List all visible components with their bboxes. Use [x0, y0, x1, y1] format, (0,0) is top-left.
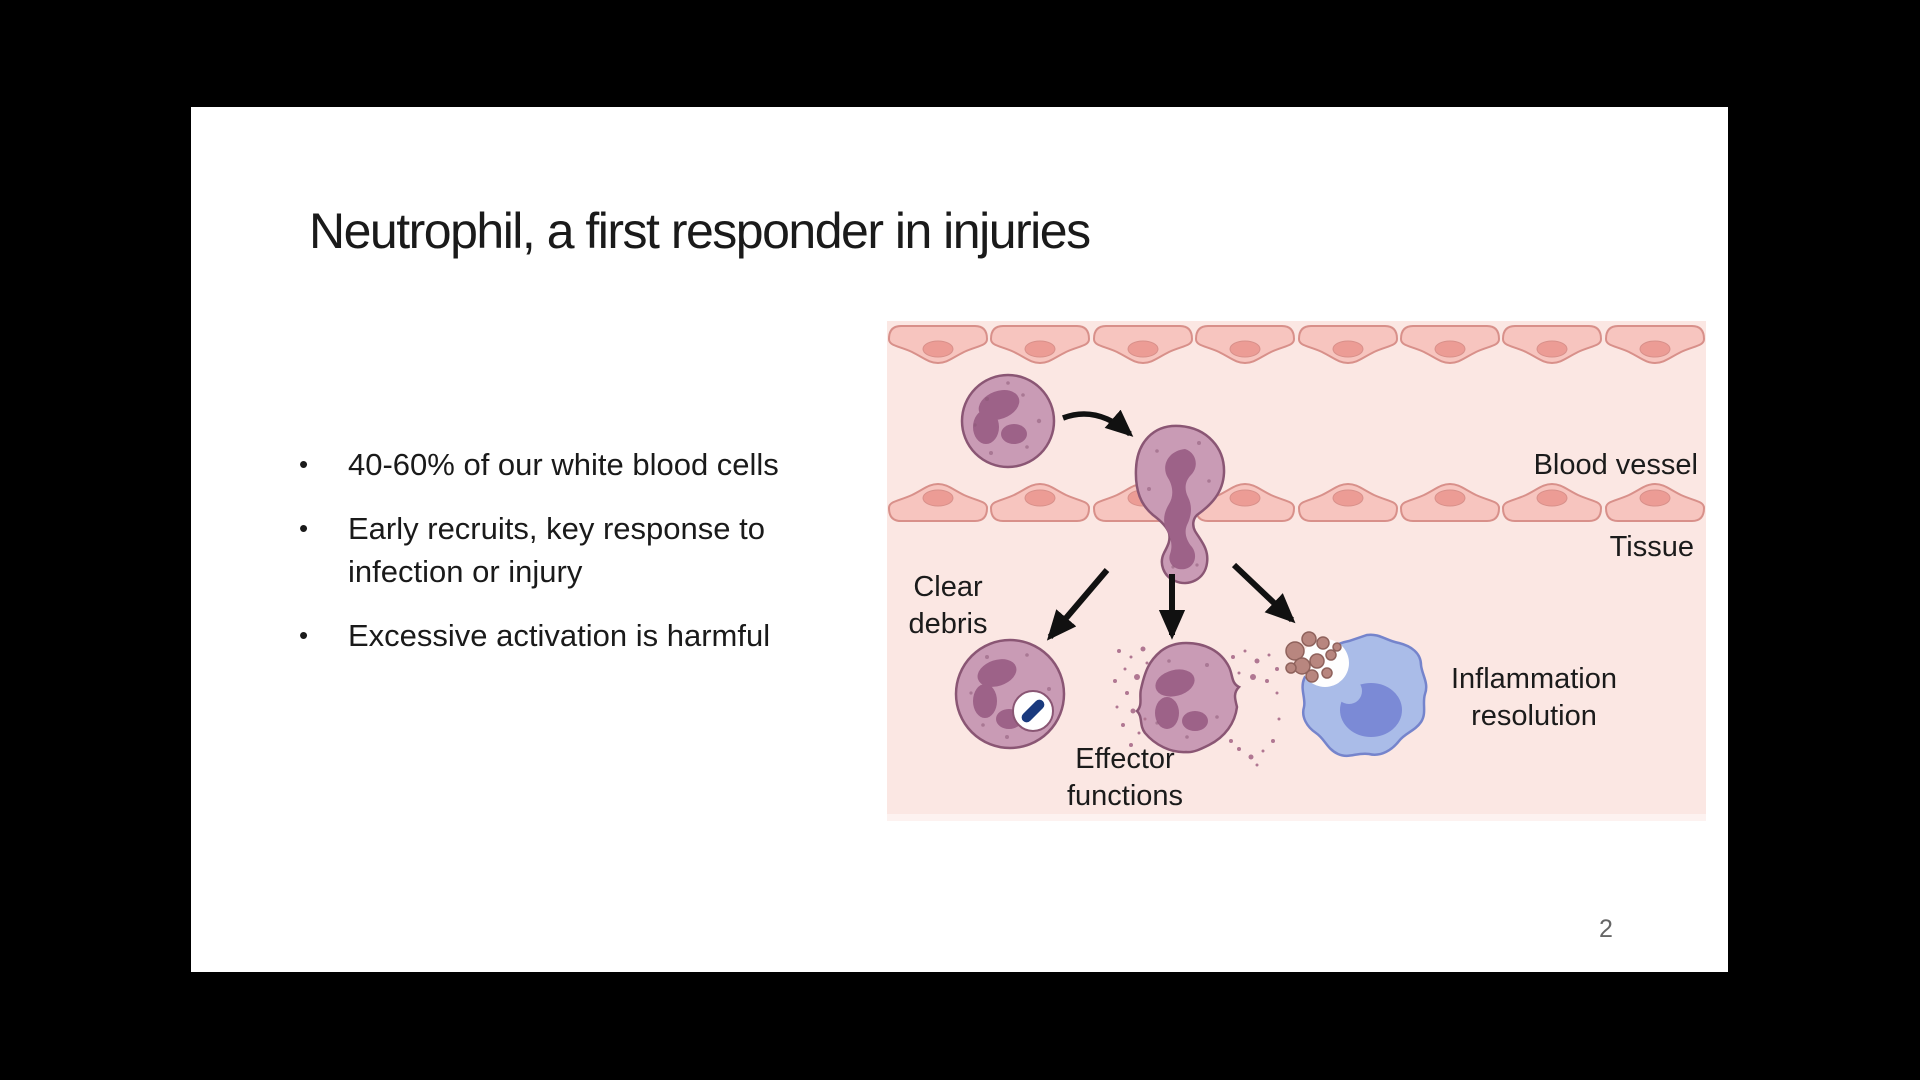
neutrophil-diagram: Blood vessel Tissue Clear debris Effecto…: [887, 321, 1706, 821]
transmigrating-neutrophil: [1134, 424, 1226, 585]
macrophage: [1285, 631, 1428, 758]
degranulating-neutrophil: [1113, 641, 1281, 767]
bullet-item: • Excessive activation is harmful: [299, 614, 864, 657]
arrow-clear-debris-icon: [1046, 568, 1110, 641]
slide-page-number: 2: [1599, 915, 1613, 943]
granule-speckles: [1113, 646, 1281, 767]
bullet-icon: •: [299, 620, 309, 650]
arrow-resolution-icon: [1231, 562, 1296, 624]
effector-functions-label: Effector functions: [1066, 743, 1184, 812]
bacterium-icon: [1021, 699, 1045, 723]
inflammation-resolution-label: Inflammation resolution: [1450, 663, 1617, 732]
bullet-icon: •: [299, 513, 309, 543]
bullet-item: • 40-60% of our white blood cells: [299, 443, 864, 486]
blood-vessel-label: Blood vessel: [1533, 449, 1698, 481]
bullet-icon: •: [299, 449, 309, 479]
neutrophil-in-vessel: [960, 373, 1056, 469]
bullet-list: • 40-60% of our white blood cells • Earl…: [299, 443, 864, 678]
bullet-text: Early recruits, key response to infectio…: [348, 511, 765, 589]
phagocytosing-neutrophil: [954, 638, 1066, 750]
bullet-item: • Early recruits, key response to infect…: [299, 507, 864, 593]
migration-arrow-icon: [1062, 409, 1134, 437]
clear-debris-label: Clear debris: [908, 571, 988, 640]
bullet-text: Excessive activation is harmful: [348, 618, 771, 653]
apoptotic-debris: [1285, 631, 1342, 683]
diagram-illustration: [887, 321, 1706, 821]
bullet-text: 40-60% of our white blood cells: [348, 447, 779, 482]
tissue-label: Tissue: [1609, 531, 1694, 563]
slide-canvas: Neutrophil, a first responder in injurie…: [191, 107, 1728, 972]
slide-title: Neutrophil, a first responder in injurie…: [309, 203, 1091, 259]
